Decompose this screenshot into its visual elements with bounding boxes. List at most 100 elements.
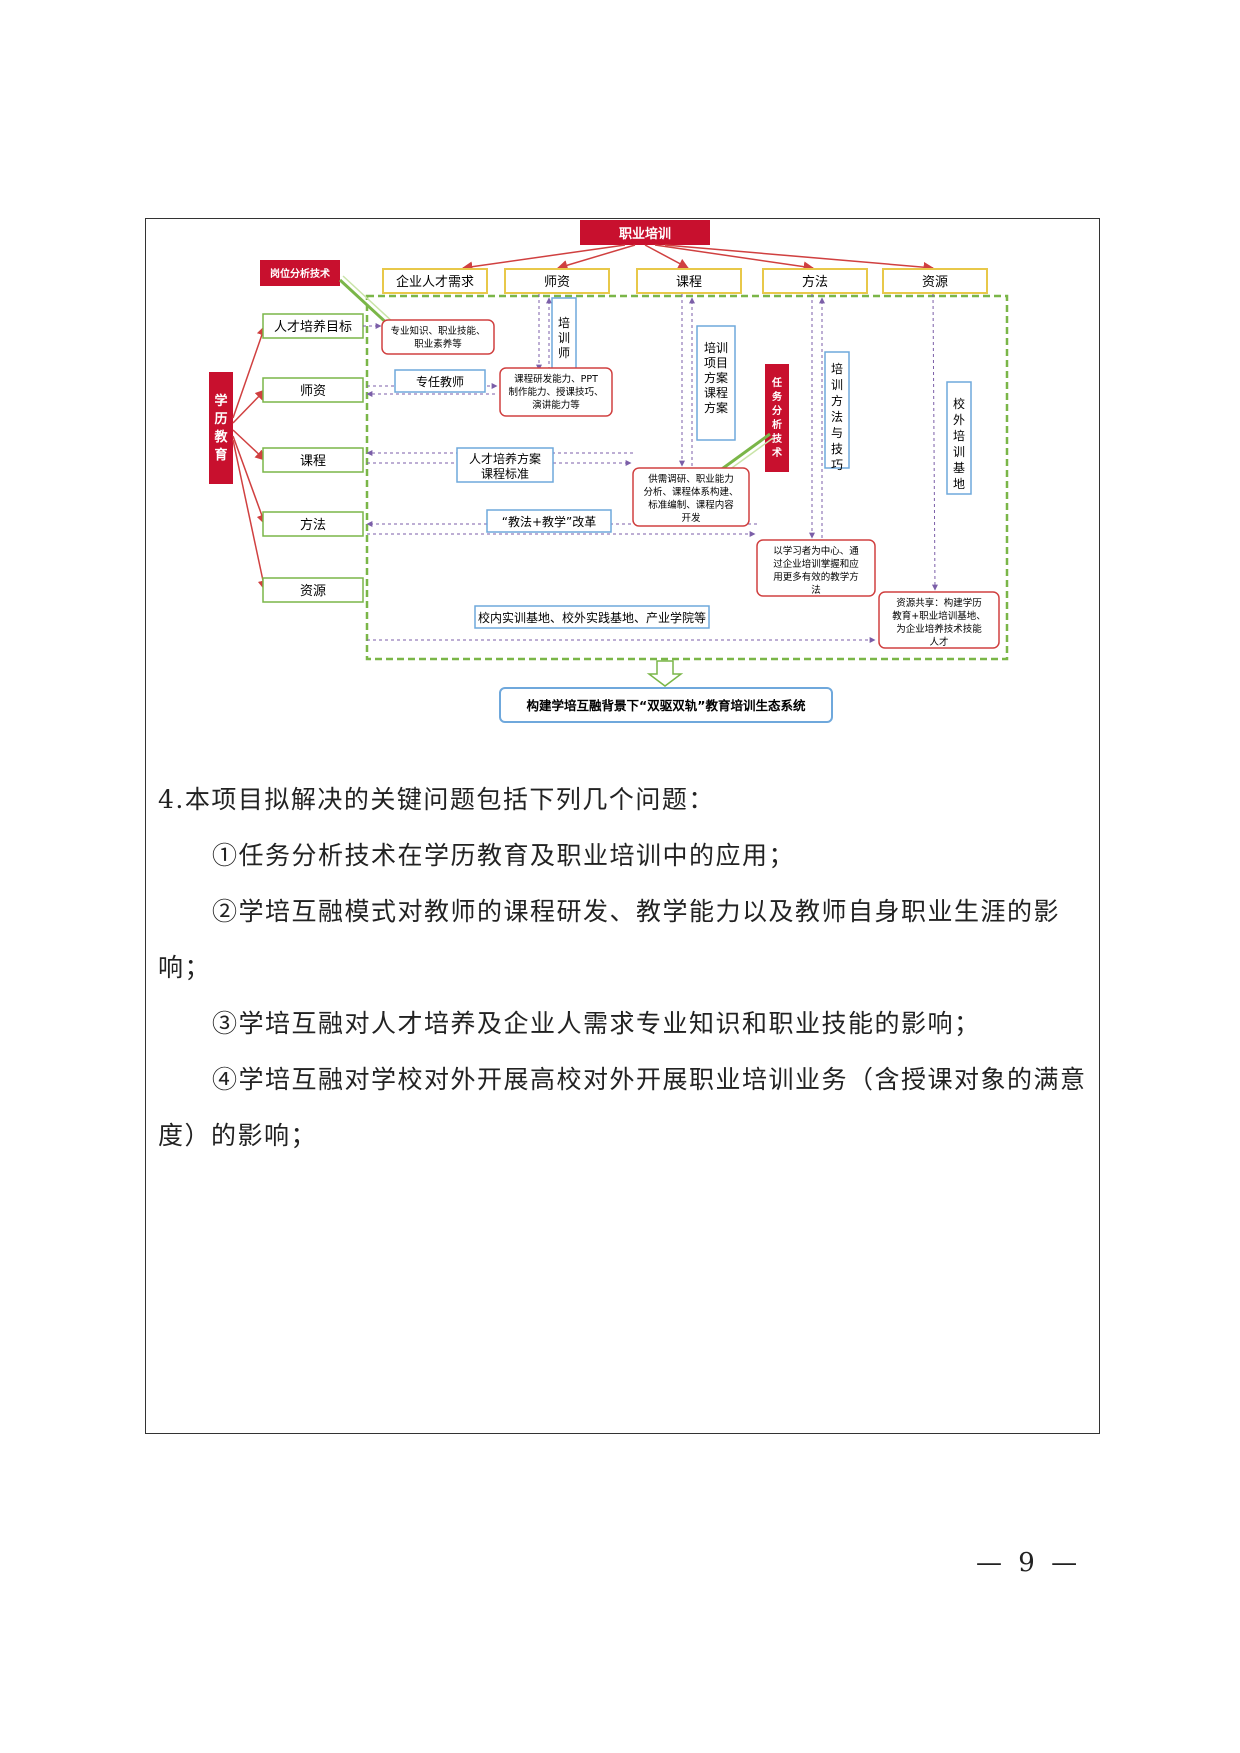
resource-box [878,591,1000,649]
demand-line: 开发 [681,512,701,524]
talent-plan-line: 课程标准 [481,466,529,481]
svg-text:培: 培 [558,315,570,330]
left-column-item: 资源 [300,584,326,599]
trainer-box [551,297,577,379]
left-column-item: 课程 [300,454,326,469]
external-base-box [946,381,972,495]
demand-line: 分析、课程体系构建、 [643,486,738,498]
flow-diagram: 职业培训 企业人才需求 师资 课程 方法 资源 岗位分析技术 学 历 教 育 [209,220,1009,723]
learner-line: 过企业培训掌握和应 [773,558,859,570]
left-arrows [232,325,269,592]
left-column-item: 方法 [300,517,326,533]
top-row-item: 师资 [544,275,570,290]
svg-text:术: 术 [771,446,782,459]
svg-text:技: 技 [831,442,843,456]
learner-line: 法 [811,584,821,596]
left-column-item: 人才培养目标 [274,319,352,335]
svg-text:历: 历 [214,412,227,427]
svg-text:育: 育 [214,447,227,463]
svg-text:校: 校 [953,396,965,411]
knowledge-box [381,319,495,355]
demand-line: 标准编制、课程内容 [648,499,734,511]
top-row-item: 方法 [802,274,828,290]
svg-text:培训: 培训 [704,340,728,355]
dashed-region [365,294,1009,661]
item: ①任务分析技术在学历教育及职业培训中的应用； [212,841,796,870]
learner-box [756,539,876,597]
svg-text:分: 分 [772,404,782,417]
svg-text:方: 方 [831,393,843,408]
talent-plan-line: 人才培养方案 [469,451,541,466]
left-column-item: 师资 [300,384,326,399]
page-number: — 9 — [976,1548,1082,1578]
demand-box [632,467,750,527]
heading: 4.本项目拟解决的关键问题包括下列几个问题： [158,785,715,814]
top-label: 职业培训 [619,226,671,242]
full-time-teacher-label: 专任教师 [416,374,464,389]
svg-text:技: 技 [772,432,783,445]
top-row-item: 课程 [676,275,702,290]
top-row-item: 资源 [922,275,948,290]
full-time-teacher-box [394,369,486,393]
job-analysis-label: 岗位分析技术 [270,267,330,280]
talent-plan-box [456,447,554,483]
course-dev-box [499,367,613,417]
left-vertical-box [209,372,233,484]
bases-box [474,605,710,629]
bases-label: 校内实训基地、校外实践基地、产业学院等 [478,610,706,625]
top-label-box [580,220,710,245]
svg-text:法: 法 [831,410,843,424]
training-plan-box [696,325,736,441]
bottom-label: 构建学培互融背景下“双驱双轨”教育培训生态系统 [527,698,806,713]
left-vertical-label: 学 历 教 育 [213,393,228,463]
svg-text:巧: 巧 [831,458,843,472]
svg-text:训: 训 [953,445,965,459]
item: ④学培互融对学校对外开展高校对外开展职业培训业务（含授课对象的满意度）的影响； [158,1065,1087,1150]
resource-line: 资源共享：构建学历 [896,597,982,609]
bottom-label-box [499,687,833,723]
svg-text:培: 培 [831,361,843,376]
training-methods-box [824,351,850,469]
resource-line: 教育+职业培训基地、 [892,610,985,622]
svg-text:务: 务 [772,390,783,403]
knowledge-line: 专业知识、职业技能、 [390,325,485,337]
left-column: 人才培养目标 师资 课程 方法 资源 [262,313,364,603]
down-arrow-icon [646,660,684,687]
course-dev-line: 课程研发能力、PPT [514,373,598,385]
task-analysis-box [765,364,789,472]
item: ③学培互融对人才培养及企业人需求专业知识和职业技能的影响； [212,1009,981,1038]
svg-text:与: 与 [831,426,843,440]
learner-line: 用更多有效的教学方 [773,571,859,583]
learner-line: 以学习者为中心、通 [773,545,859,557]
svg-text:外: 外 [953,413,965,427]
teaching-reform-box [486,509,612,533]
job-analysis-box [260,260,340,286]
svg-text:课程: 课程 [704,385,728,400]
top-row: 企业人才需求 师资 课程 方法 资源 [382,268,988,294]
course-dev-line: 演讲能力等 [532,399,580,411]
svg-text:任: 任 [771,376,782,389]
demand-line: 供需调研、职业能力 [648,473,734,485]
svg-text:师: 师 [558,346,570,360]
resource-line: 为企业培养技术技能 [896,623,982,635]
svg-text:基: 基 [953,461,965,475]
svg-text:训: 训 [831,378,843,392]
external-base-label: 校外培 训基地 [953,396,965,491]
svg-text:方案: 方案 [704,400,728,415]
course-dev-line: 制作能力、授课技巧、 [508,386,603,398]
trainer-label: 培训师 [558,315,570,360]
svg-text:析: 析 [772,418,782,431]
top-row-item: 企业人才需求 [396,274,474,290]
svg-text:训: 训 [558,331,570,345]
item: ②学培互融模式对教师的课程研发、教学能力以及教师自身职业生涯的影响； [158,897,1061,982]
resource-line: 人才 [929,636,948,648]
svg-text:地: 地 [953,477,965,491]
task-analysis-label: 任务分 析技术 [771,376,783,459]
svg-text:项目: 项目 [704,356,728,370]
teaching-reform-label: “教法+教学”改革 [502,514,597,529]
knowledge-line: 职业素养等 [414,338,462,350]
top-arrows [461,244,935,273]
svg-text:方案: 方案 [704,370,728,385]
